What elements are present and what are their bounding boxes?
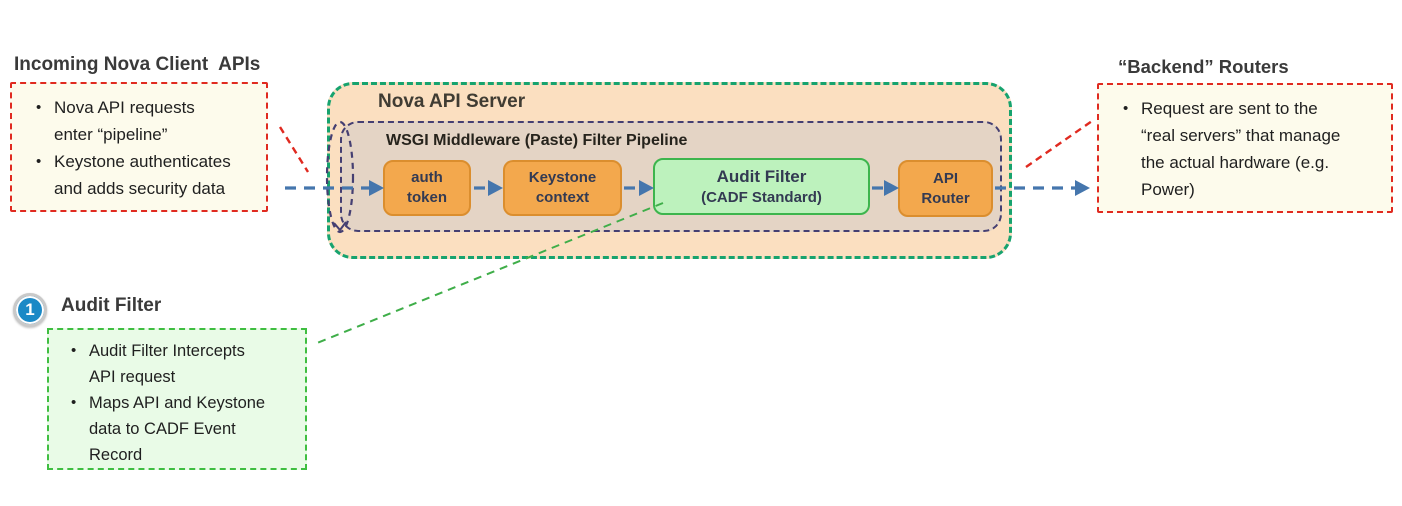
incoming-apis-note-body: • Nova API requests enter “pipeline” • K… (12, 84, 266, 202)
stage-api-router: API Router (898, 160, 993, 217)
stage-label-line: API (932, 169, 958, 187)
stage-label-line: Keystone (528, 169, 597, 186)
red-connector-left (278, 126, 310, 173)
bullet-icon: • (71, 342, 77, 359)
stage-audit-filter: Audit Filter (CADF Standard) (653, 158, 870, 215)
bullet-icon: • (36, 99, 42, 116)
red-connector-right (1025, 120, 1093, 168)
list-item-text: Keystone authenticates and adds security… (54, 152, 231, 198)
list-item: • Nova API requests enter “pipeline” (36, 94, 262, 148)
list-item-text: Request are sent to the “real servers” t… (1141, 99, 1341, 199)
audit-filter-callout-body: • Audit Filter Intercepts API request • … (49, 330, 305, 468)
list-item: • Request are sent to the “real servers”… (1123, 95, 1387, 203)
stage-title: Audit Filter (716, 166, 807, 186)
callout-number-badge: 1 (13, 293, 47, 327)
incoming-apis-heading: Incoming Nova Client APIs (14, 54, 261, 75)
backend-routers-heading: “Backend” Routers (1118, 56, 1289, 77)
nova-api-server-title: Nova API Server (378, 91, 526, 112)
list-item: • Keystone authenticates and adds securi… (36, 148, 262, 202)
bullet-icon: • (71, 394, 77, 411)
list-item: • Audit Filter Intercepts API request (71, 338, 301, 390)
audit-filter-callout-box: • Audit Filter Intercepts API request • … (47, 328, 307, 470)
callout-number: 1 (25, 300, 35, 319)
stage-label-line: Router (921, 189, 970, 207)
bullet-icon: • (36, 153, 42, 170)
stage-label-line: auth (411, 169, 443, 186)
list-item: • Maps API and Keystone data to CADF Eve… (71, 390, 301, 468)
backend-routers-note-body: • Request are sent to the “real servers”… (1099, 85, 1391, 203)
backend-routers-note: • Request are sent to the “real servers”… (1097, 83, 1393, 213)
stage-label-line: context (535, 189, 590, 206)
audit-filter-callout-heading: Audit Filter (61, 295, 162, 316)
stage-auth-token: auth token (383, 160, 471, 216)
stage-keystone-context: Keystone context (503, 160, 622, 216)
list-item-text: Maps API and Keystone data to CADF Event… (89, 394, 266, 464)
stage-label-line: token (406, 189, 447, 206)
list-item-text: Nova API requests enter “pipeline” (54, 98, 195, 144)
arrowhead-icon (1075, 180, 1090, 196)
bullet-icon: • (1123, 100, 1129, 117)
stage-subtitle: (CADF Standard) (701, 188, 822, 206)
list-item-text: Audit Filter Intercepts API request (89, 342, 245, 386)
incoming-apis-note: • Nova API requests enter “pipeline” • K… (10, 82, 268, 212)
wsgi-pipeline-title: WSGI Middleware (Paste) Filter Pipeline (386, 132, 688, 149)
